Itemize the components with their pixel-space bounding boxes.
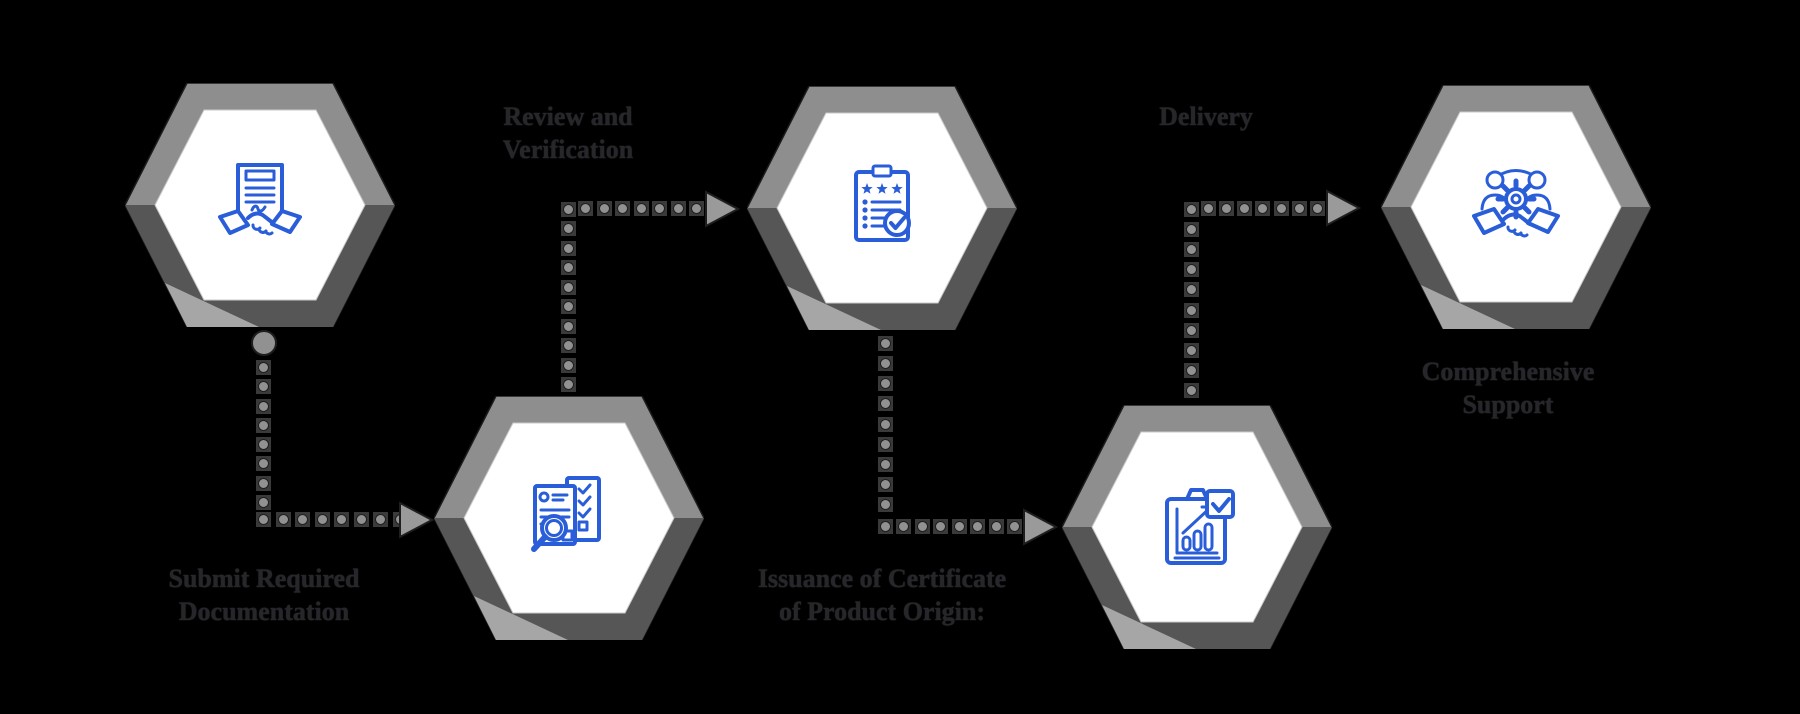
step-label-issuance-of-certificate: Issuance of Certificate of Product Origi… bbox=[757, 564, 1007, 626]
connector-dot bbox=[878, 436, 893, 452]
step-label-submit-required-documentation: Submit Required Documentation bbox=[168, 564, 360, 626]
connector-dot bbox=[1006, 519, 1022, 534]
connector-dot bbox=[652, 201, 667, 216]
connector-dot bbox=[878, 519, 893, 534]
connector-dot bbox=[896, 519, 912, 534]
connector-dot bbox=[256, 475, 271, 491]
connector-dot bbox=[1201, 201, 1216, 216]
connector-dot bbox=[295, 512, 311, 527]
connector-dot bbox=[561, 279, 576, 295]
certificate-checklist-icon bbox=[834, 160, 930, 256]
connector-3-4-vertical bbox=[878, 336, 893, 512]
connector-2-3-vertical bbox=[561, 202, 576, 392]
connector-dot bbox=[878, 416, 893, 432]
connector-dot bbox=[256, 360, 271, 375]
connector-dot bbox=[1219, 201, 1235, 216]
hexagon-shape bbox=[124, 82, 396, 328]
connector-dot bbox=[633, 201, 649, 216]
connector-dot bbox=[878, 456, 893, 472]
connector-start-circle bbox=[251, 330, 277, 356]
step-label-delivery: Delivery bbox=[1159, 102, 1253, 131]
connector-dot bbox=[1184, 302, 1199, 318]
connector-dot bbox=[1237, 201, 1253, 216]
connector-dot bbox=[878, 396, 893, 412]
step-label-review-and-verification: Review and Verification bbox=[502, 102, 634, 164]
connector-dot bbox=[1184, 282, 1199, 298]
connector-4-5-arrowhead-icon bbox=[1326, 189, 1361, 227]
connector-dot bbox=[256, 379, 271, 395]
connector-dot bbox=[1184, 382, 1199, 398]
connector-dot bbox=[334, 512, 350, 527]
connector-dot bbox=[561, 357, 576, 373]
connector-dot bbox=[988, 519, 1004, 534]
connector-dot bbox=[256, 512, 271, 527]
connector-1-2-arrowhead-icon bbox=[399, 501, 434, 539]
connector-dot bbox=[256, 437, 271, 453]
connector-dot bbox=[615, 201, 630, 216]
step-hexagon-issuance-of-certificate bbox=[746, 85, 1018, 331]
connector-dot bbox=[256, 494, 271, 510]
connector-dot bbox=[878, 476, 893, 492]
connector-dot bbox=[373, 512, 389, 527]
connector-dot bbox=[878, 336, 893, 351]
connector-dot bbox=[1184, 202, 1199, 217]
connector-dot bbox=[970, 519, 986, 534]
connector-dot bbox=[951, 519, 967, 534]
connector-dot bbox=[314, 512, 330, 527]
partnership-support-icon bbox=[1468, 159, 1564, 255]
step-hexagon-comprehensive-support bbox=[1380, 84, 1652, 330]
connector-dot bbox=[561, 299, 576, 315]
connector-dot bbox=[561, 221, 576, 237]
connector-dot bbox=[1184, 362, 1199, 378]
connector-dot bbox=[578, 201, 593, 216]
connector-dot bbox=[878, 497, 893, 512]
connector-dot bbox=[1184, 322, 1199, 338]
connector-dot bbox=[670, 201, 686, 216]
connector-dot bbox=[561, 260, 576, 276]
document-review-icon bbox=[521, 470, 617, 566]
connector-4-5-vertical bbox=[1184, 202, 1199, 398]
contract-signing-icon bbox=[212, 157, 308, 253]
connector-dot bbox=[256, 398, 271, 414]
connector-1-2-vertical bbox=[256, 360, 271, 510]
connector-dot bbox=[561, 240, 576, 256]
step-hexagon-submit-required-documentation bbox=[124, 82, 396, 328]
report-delivery-icon bbox=[1149, 479, 1245, 575]
connector-dot bbox=[256, 417, 271, 433]
connector-dot bbox=[1184, 262, 1199, 278]
connector-dot bbox=[933, 519, 949, 534]
connector-dot bbox=[561, 338, 576, 354]
connector-2-3-arrowhead-icon bbox=[705, 190, 740, 228]
connector-dot bbox=[1184, 222, 1199, 238]
connector-1-2-horizontal bbox=[256, 512, 408, 527]
connector-dot bbox=[596, 201, 612, 216]
connector-dot bbox=[561, 202, 576, 217]
connector-2-3-horizontal bbox=[578, 201, 704, 216]
connector-dot bbox=[256, 456, 271, 472]
connector-dot bbox=[878, 356, 893, 372]
connector-dot bbox=[561, 376, 576, 392]
connector-dot bbox=[353, 512, 369, 527]
connector-dot bbox=[689, 201, 704, 216]
connector-3-4-arrowhead-icon bbox=[1023, 508, 1058, 546]
connector-dot bbox=[1273, 201, 1289, 216]
step-hexagon-review-and-verification bbox=[433, 395, 705, 641]
connector-dot bbox=[1309, 201, 1325, 216]
connector-dot bbox=[1291, 201, 1307, 216]
connector-dot bbox=[878, 376, 893, 392]
connector-dot bbox=[1184, 242, 1199, 258]
connector-dot bbox=[275, 512, 291, 527]
step-hexagon-delivery bbox=[1061, 404, 1333, 650]
connector-dot bbox=[1255, 201, 1271, 216]
connector-dot bbox=[914, 519, 930, 534]
connector-3-4-horizontal bbox=[878, 519, 1022, 534]
connector-dot bbox=[561, 318, 576, 334]
connector-4-5-horizontal bbox=[1201, 201, 1325, 216]
step-label-comprehensive-support: Comprehensive Support bbox=[1421, 357, 1595, 419]
connector-dot bbox=[1184, 342, 1199, 358]
